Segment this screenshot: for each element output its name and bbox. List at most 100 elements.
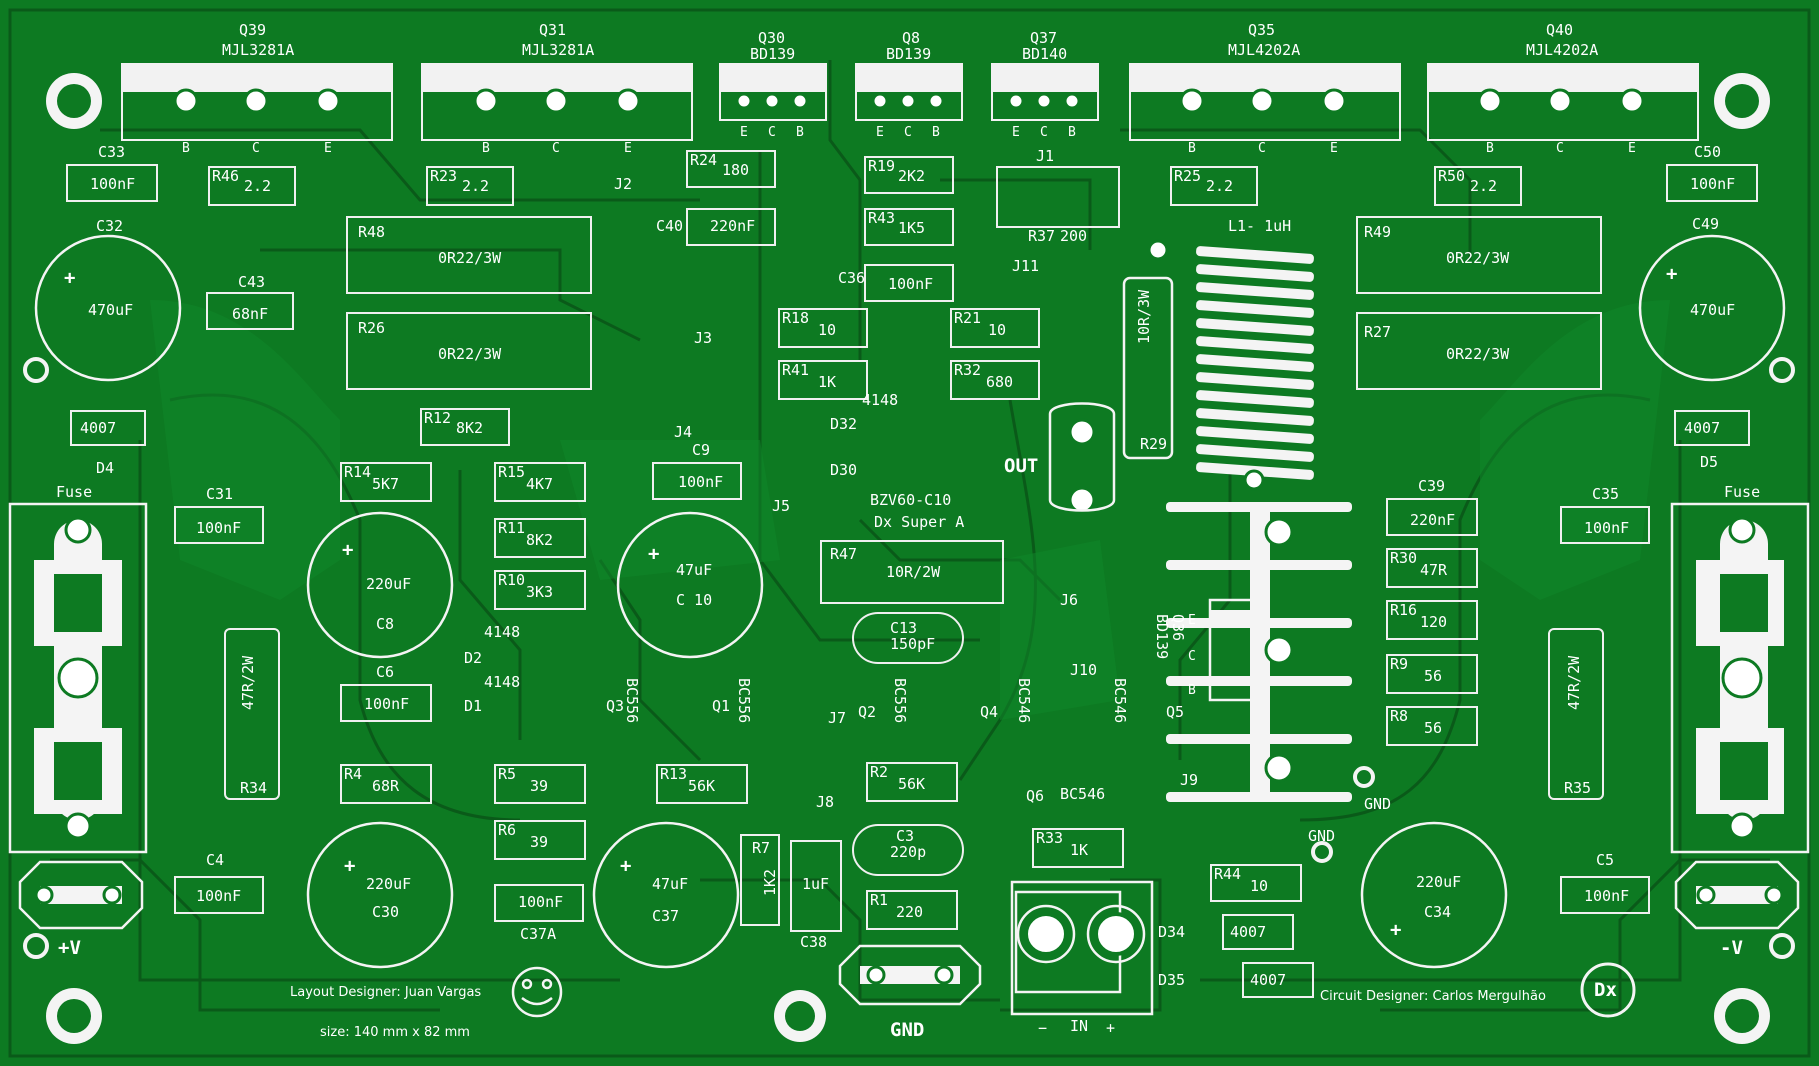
d35-value: 4007 (1250, 971, 1287, 989)
r13-ref: R13 (660, 765, 688, 783)
c5-ref: C5 (1596, 851, 1615, 869)
vminus-label: -V (1720, 937, 1743, 959)
r26-ref: R26 (358, 319, 386, 337)
c13-ref: C13 (890, 619, 918, 637)
r44-value: 10 (1250, 877, 1269, 895)
r14-value: 5K7 (372, 475, 400, 493)
j8-label: J8 (816, 793, 835, 811)
d34-ref: D34 (1158, 923, 1186, 941)
q30-value: BD139 (750, 45, 796, 63)
c38-value: 1uF (802, 875, 830, 893)
q40-pin-e: E (1628, 141, 1636, 156)
r19-value: 2K2 (898, 167, 926, 185)
c8-value: 220uF (366, 575, 412, 593)
r32-value: 680 (986, 373, 1014, 391)
resistor-r25 (1170, 166, 1258, 206)
capacitor-c37a (494, 884, 584, 922)
d30-value: BZV60-C10 (870, 491, 952, 509)
capacitor-c43 (206, 292, 294, 330)
c35-ref: C35 (1592, 485, 1620, 503)
r44-ref: R44 (1214, 865, 1242, 883)
resistor-r44 (1210, 864, 1302, 902)
resistor-r21 (950, 308, 1040, 348)
q2-value: BC556 (891, 678, 909, 724)
c30-value: 220uF (366, 875, 412, 893)
r12-ref: R12 (424, 409, 452, 427)
q31-pin-e: E (624, 141, 632, 156)
capacitor-c31 (174, 506, 264, 544)
c32-value: 470uF (88, 301, 134, 319)
q31-pin-b: B (482, 141, 490, 156)
q39-value: MJL3281A (222, 41, 295, 59)
gnd-right-label: GND (1364, 795, 1392, 813)
c10-ref: C 10 (676, 591, 713, 609)
j3-label: J3 (694, 329, 713, 347)
resistor-r14 (340, 462, 432, 502)
resistor-r6 (494, 820, 586, 860)
q40-value: MJL4202A (1526, 41, 1599, 59)
q36-pin-e: E (1188, 613, 1196, 628)
r18-value: 10 (818, 321, 837, 339)
inductor-label: L1- 1uH (1228, 217, 1292, 235)
r34-value: 47R/2W (239, 655, 257, 710)
c30-plus: + (344, 855, 356, 877)
r4-ref: R4 (344, 765, 363, 783)
d1-ref: D1 (464, 697, 483, 715)
resistor-r27 (1356, 312, 1602, 390)
r18-ref: R18 (782, 309, 810, 327)
capacitor-c38 (790, 840, 842, 932)
q4-value: BC546 (1015, 678, 1033, 724)
j9-label: J9 (1180, 771, 1199, 789)
r43-ref: R43 (868, 209, 896, 227)
q6-ref: Q6 (1026, 787, 1045, 805)
r30-value: 47R (1420, 561, 1448, 579)
in-minus-label: − (1038, 1019, 1048, 1037)
q39-pin-b: B (182, 141, 190, 156)
c33-ref: C33 (98, 143, 126, 161)
r48-ref: R48 (358, 223, 386, 241)
r4-value: 68R (372, 777, 400, 795)
r48-value: 0R22/3W (438, 249, 502, 267)
capacitor-c3 (852, 824, 964, 876)
resistor-r26 (346, 312, 592, 390)
q8-pin-e: E (876, 125, 884, 140)
resistor-r23 (426, 166, 514, 206)
d4-value: 4007 (80, 419, 117, 437)
q30-pin-c: C (768, 125, 776, 140)
q39-pin-e: E (324, 141, 332, 156)
c37a-ref: C37A (520, 925, 557, 943)
size-note: size: 140 mm x 82 mm (320, 1025, 470, 1040)
resistor-r47 (820, 540, 1004, 604)
layout-credit: Layout Designer: Juan Vargas (290, 985, 482, 1000)
r37-value: 200 (1060, 227, 1088, 245)
trimmer-r37 (996, 166, 1120, 228)
q31-ref: Q31 (539, 21, 567, 39)
c8-ref: C8 (376, 615, 395, 633)
c50-ref: C50 (1694, 143, 1722, 161)
diode-d5 (1674, 410, 1750, 446)
q6-value: BC546 (1060, 785, 1106, 803)
resistor-r30 (1386, 548, 1478, 588)
resistor-r5 (494, 764, 586, 804)
c37-ref: C37 (652, 907, 680, 925)
resistor-r4 (340, 764, 432, 804)
resistor-r41 (778, 360, 868, 400)
q31-value: MJL3281A (522, 41, 595, 59)
c40-value: 220nF (710, 217, 756, 235)
q40-pin-b: B (1486, 141, 1494, 156)
r33-value: 1K (1070, 841, 1089, 859)
resistor-r13 (656, 764, 748, 804)
c36-value: 100nF (888, 275, 934, 293)
q37-pin-c: C (1040, 125, 1048, 140)
capacitor-c36 (864, 264, 954, 302)
resistor-r10 (494, 570, 586, 610)
r23-ref: R23 (430, 167, 458, 185)
resistor-r7 (740, 834, 780, 926)
r43-value: 1K5 (898, 219, 926, 237)
q35-ref: Q35 (1248, 21, 1276, 39)
j5-label: J5 (772, 497, 791, 515)
r27-value: 0R22/3W (1446, 345, 1510, 363)
r34-ref: R34 (240, 779, 268, 797)
q1-value: BC556 (735, 678, 753, 724)
